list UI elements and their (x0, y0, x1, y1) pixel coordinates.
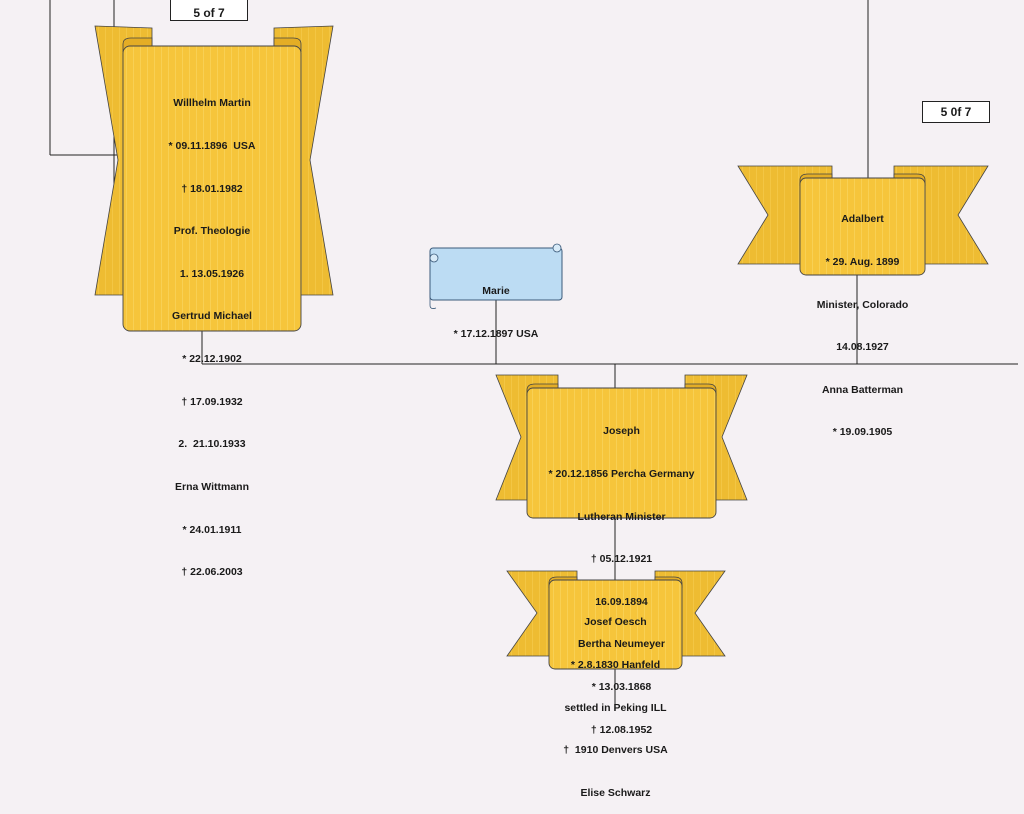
page-ref-top-left: 5 of 7 (170, 0, 248, 21)
spouse-death: † 22.06.2003 (181, 566, 243, 579)
birth-date: * 17.12.1897 USA (453, 328, 539, 341)
joseph-banner (495, 374, 748, 519)
marriage-date: 1. 13.05.1926 (179, 267, 245, 280)
occupation: Prof. Theologie (173, 225, 251, 238)
adalbert-label: Adalbert * 29. Aug. 1899 Minister, Color… (800, 184, 925, 454)
marriage-date: 16.09.1894 (595, 595, 648, 608)
spouse-name: Anna Batterman (821, 383, 904, 396)
wilhelm-label: Willhelm Martin * 09.11.1896 USA † 18.01… (123, 68, 301, 594)
spouse-birth: * 13.03.1868 (591, 681, 652, 694)
person-name: Josef Oesch (584, 616, 647, 629)
spouse-name: Gertrud Michael (172, 310, 252, 323)
spouse-birth: * 19.09.1905 (832, 426, 893, 439)
person-name: Willhelm Martin (173, 97, 251, 110)
death-date: † 05.12.1921 (590, 553, 653, 566)
josef-banner (506, 570, 726, 670)
occupation: Minister, Colorado (816, 298, 909, 311)
page-ref-right: 5 0f 7 (922, 101, 990, 123)
adalbert-banner (737, 165, 989, 276)
birth-date: * 09.11.1896 USA (168, 140, 256, 153)
residence: settled in Peking ILL (564, 701, 667, 714)
wilhelm-banner (94, 25, 334, 332)
spouse-name: Erna Wittmann (175, 480, 249, 493)
marie-label: Marie * 17.12.1897 USA (430, 256, 562, 355)
death-date: † 1910 Denvers USA (563, 744, 668, 757)
marriage-date: 14.08.1927 (836, 341, 889, 354)
spouse-death: † 17.09.1932 (181, 395, 243, 408)
occupation: Lutheran Minister (577, 510, 666, 523)
birth-date: * 20.12.1856 Percha Germany (548, 468, 695, 481)
family-tree-diagram (49, 0, 1018, 704)
death-date: † 18.01.1982 (181, 182, 243, 195)
birth-date: * 29. Aug. 1899 (825, 256, 900, 269)
spouse-birth: * 22.12.1902 (182, 353, 242, 366)
person-name: Adalbert (841, 213, 884, 226)
josef-label: Josef Oesch * 2.8.1830 Hanfeld settled i… (549, 587, 682, 814)
marie-scroll (429, 243, 563, 309)
person-name: Marie (482, 285, 510, 298)
spouse-name: Bertha Neumeyer (578, 638, 665, 651)
marriage-date: 2. 21.10.1933 (178, 438, 246, 451)
spouse-birth: * 24.01.1911 (182, 523, 242, 536)
person-name: Joseph (603, 425, 640, 438)
birth-date: * 2.8.1830 Hanfeld (570, 659, 661, 672)
spouse-name: Elise Schwarz (580, 786, 651, 799)
